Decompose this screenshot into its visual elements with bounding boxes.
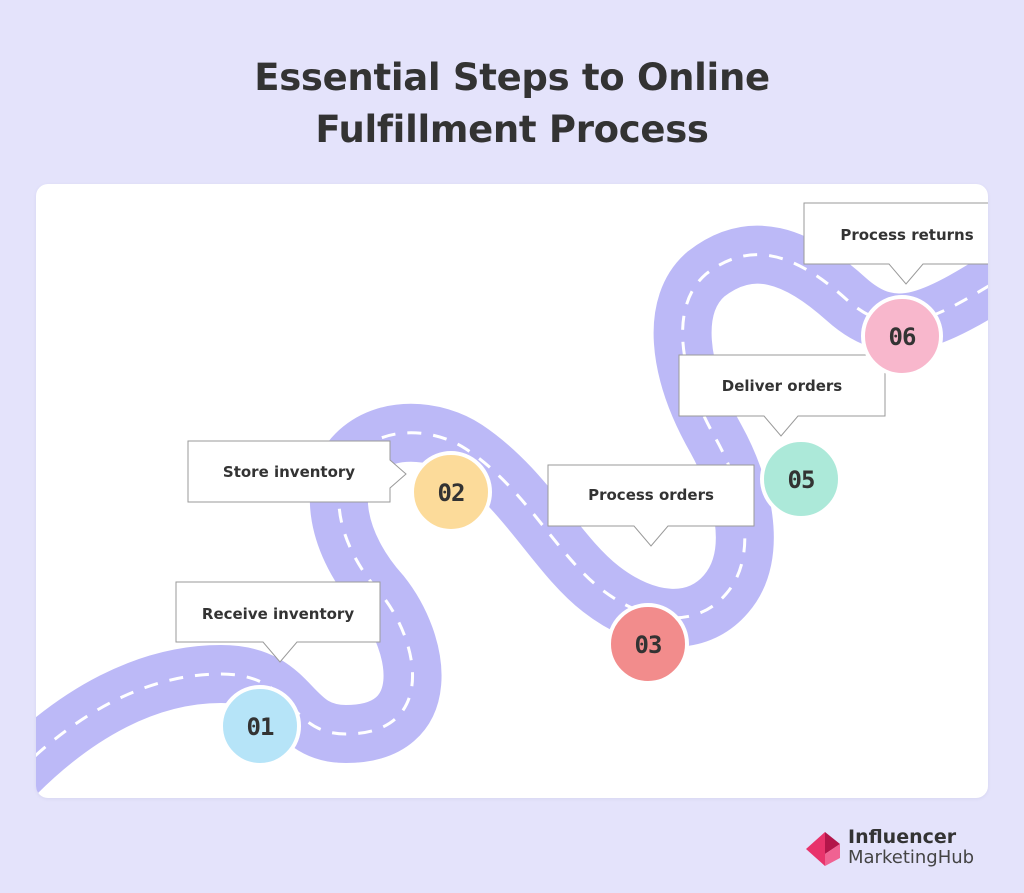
brand-mark-icon <box>806 832 840 866</box>
step-number: 06 <box>889 323 916 351</box>
step-number: 05 <box>788 466 815 494</box>
callout-store-inventory: Store inventory <box>187 440 407 503</box>
step-label: Process orders <box>588 486 714 504</box>
page-title: Essential Steps to Online Fulfillment Pr… <box>0 52 1024 156</box>
step-marker-02: 02 <box>410 451 492 533</box>
callout-process-orders: Process orders <box>547 464 755 547</box>
step-marker-03: 03 <box>607 603 689 685</box>
callout-receive-inventory: Receive inventory <box>175 581 381 663</box>
road-center-line <box>36 253 988 758</box>
step-number: 01 <box>247 713 274 741</box>
title-line-2: Fulfillment Process <box>315 108 709 151</box>
road <box>36 225 988 795</box>
brand-name-line-1: Influencer <box>848 826 957 848</box>
callout-process-returns: Process returns <box>803 202 988 285</box>
title-line-1: Essential Steps to Online <box>254 56 770 99</box>
step-number: 02 <box>438 479 465 507</box>
step-label: Store inventory <box>223 463 355 481</box>
step-marker-06: 06 <box>861 295 943 377</box>
step-number: 03 <box>635 631 662 659</box>
step-label: Process returns <box>840 226 973 244</box>
roadmap-card: Receive inventory Store inventory Proces… <box>36 184 988 798</box>
step-marker-05: 05 <box>760 438 842 520</box>
brand-logo: Influencer MarketingHub <box>806 826 996 874</box>
step-label: Receive inventory <box>202 605 354 623</box>
roadmap-diagram: Receive inventory Store inventory Proces… <box>36 202 988 795</box>
step-marker-01: 01 <box>219 685 301 767</box>
brand-name-line-2: MarketingHub <box>848 847 975 868</box>
step-label: Deliver orders <box>722 377 842 395</box>
